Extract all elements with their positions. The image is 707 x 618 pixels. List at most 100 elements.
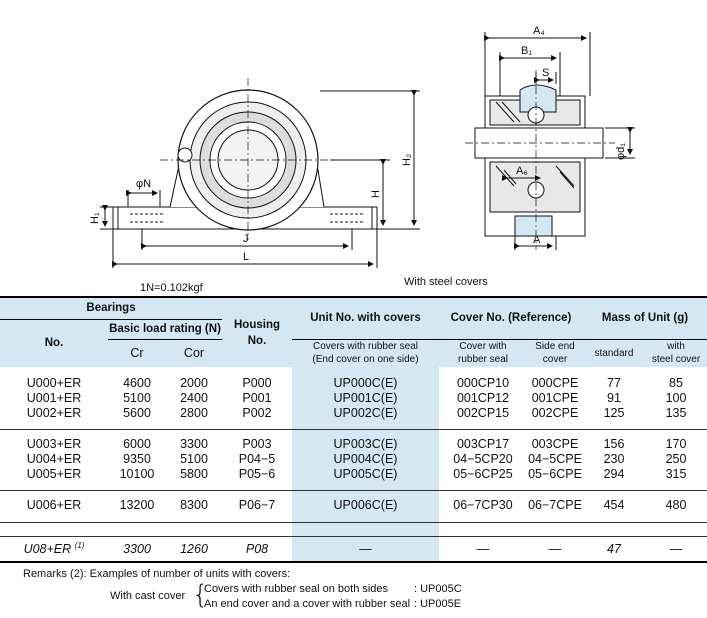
header-mass: Mass of Unit (g) bbox=[583, 296, 707, 339]
label-s: S bbox=[542, 67, 549, 79]
spacer-row bbox=[0, 420, 707, 430]
cell-housing: P08 bbox=[222, 535, 292, 563]
header-side-end: Side end cover bbox=[527, 338, 583, 367]
label-h2: H₂ bbox=[401, 154, 413, 166]
cell-steel: — bbox=[645, 535, 707, 563]
cell-no: U003+ER bbox=[26, 436, 82, 451]
cell-side: 001CPE bbox=[531, 390, 579, 405]
header-side-end-1: Side end bbox=[535, 341, 575, 353]
remarks-line1-code: : UP005C bbox=[414, 583, 462, 595]
cell-no: U001+ER bbox=[26, 390, 82, 405]
cell-cover: 001CP12 bbox=[456, 390, 510, 405]
label-a: A bbox=[533, 234, 541, 246]
cell-cor: 2800 bbox=[180, 405, 208, 420]
cell-side: 05−6CPE bbox=[528, 466, 582, 481]
cell-side: 04−5CPE bbox=[528, 451, 582, 466]
cell-no: U004+ER bbox=[26, 451, 82, 466]
header-no: No. bbox=[0, 318, 108, 367]
header-cover-rubber: Cover with rubber seal bbox=[439, 338, 527, 367]
header-cor: Cor bbox=[166, 338, 222, 367]
cell-std: 125 bbox=[603, 405, 625, 420]
cell-std: 47 bbox=[583, 535, 645, 563]
front-view bbox=[100, 78, 420, 268]
header-with-steel-1: with bbox=[667, 341, 685, 353]
cell-cover: 003CP17 bbox=[456, 436, 510, 451]
cell-no-text: U08+ER bbox=[23, 542, 72, 557]
cell-cover: 002CP15 bbox=[456, 405, 510, 420]
cell-housing: P003 bbox=[242, 436, 272, 451]
header-cr: Cr bbox=[108, 338, 166, 367]
cell-no: U005+ER bbox=[26, 466, 82, 481]
steel-cover-caption: With steel covers bbox=[404, 276, 488, 288]
header-bearings: Bearings bbox=[0, 296, 222, 319]
header-unit-sub-2: (End cover on one side) bbox=[312, 354, 419, 366]
cell-cr: 4600 bbox=[123, 375, 151, 390]
spacer-row bbox=[0, 429, 707, 436]
label-phi-n: φN bbox=[136, 178, 151, 190]
header-unit-no: Unit No. with covers bbox=[292, 296, 439, 339]
cell-std: 294 bbox=[603, 466, 625, 481]
header-unit-sub: Covers with rubber seal (End cover on on… bbox=[292, 338, 439, 367]
cell-std: 77 bbox=[607, 375, 621, 390]
header-with-steel-2: steel cover bbox=[651, 354, 701, 366]
label-h: H bbox=[370, 190, 382, 198]
cell-cover: — bbox=[439, 535, 527, 563]
cell-no: U006+ER bbox=[26, 497, 82, 512]
cell-cr: 10100 bbox=[119, 466, 155, 481]
table-row: U001+ER 5100 2400 P001 UP001C(E) 001CP12 001CP… bbox=[0, 390, 707, 405]
cell-cor: 1260 bbox=[166, 535, 222, 563]
cell-no: U002+ER bbox=[26, 405, 82, 420]
cell-housing: P05−6 bbox=[238, 466, 276, 481]
cell-steel: 85 bbox=[669, 375, 683, 390]
cell-housing: P001 bbox=[242, 390, 272, 405]
bearing-table: Bearings Housing No. Unit No. with cover… bbox=[0, 296, 707, 563]
spacer-row bbox=[0, 481, 707, 491]
spacer-row bbox=[0, 512, 707, 523]
cell-cor: 5100 bbox=[180, 451, 208, 466]
header-cover-no: Cover No. (Reference) bbox=[439, 296, 583, 339]
cell-side: — bbox=[527, 535, 583, 563]
cell-unit: UP004C(E) bbox=[292, 451, 439, 466]
cell-cor: 5800 bbox=[180, 466, 208, 481]
cell-cr: 5600 bbox=[123, 405, 151, 420]
remarks-line1: Covers with rubber seal on both sides bbox=[204, 583, 389, 595]
cell-unit: UP001C(E) bbox=[292, 390, 439, 405]
cell-housing: P000 bbox=[242, 375, 272, 390]
header-housing-no: No. bbox=[247, 334, 267, 347]
cell-housing: P06−7 bbox=[238, 497, 276, 512]
label-phi-d1: φd₁ bbox=[615, 143, 627, 160]
cell-cr: 3300 bbox=[108, 535, 166, 563]
technical-drawing: A₄ B₁ S φd₁ A₆ A H₂ H H₁ φN J L 1N=0.102… bbox=[89, 25, 635, 294]
label-b1: B₁ bbox=[521, 45, 532, 57]
cell-steel: 480 bbox=[665, 497, 687, 512]
header-cover-rubber-2: rubber seal bbox=[457, 354, 509, 366]
cell-unit: — bbox=[292, 535, 439, 563]
header-side-end-2: cover bbox=[542, 354, 568, 366]
cell-steel: 315 bbox=[665, 466, 687, 481]
cell-std: 454 bbox=[603, 497, 625, 512]
remarks-line2: An end cover and a cover with rubber sea… bbox=[204, 598, 411, 610]
unit-note: 1N=0.102kgf bbox=[140, 282, 204, 294]
side-view bbox=[465, 32, 635, 250]
label-l: L bbox=[243, 251, 249, 263]
cell-cor: 2400 bbox=[180, 390, 208, 405]
header-standard: standard bbox=[583, 338, 645, 367]
cell-cr: 5100 bbox=[123, 390, 151, 405]
spacer-row bbox=[0, 367, 707, 375]
label-h1: H₁ bbox=[89, 212, 101, 224]
cell-no: U000+ER bbox=[26, 375, 82, 390]
cell-unit: UP005C(E) bbox=[292, 466, 439, 481]
cell-unit: UP000C(E) bbox=[292, 375, 439, 390]
cell-cor: 3300 bbox=[180, 436, 208, 451]
cell-std: 91 bbox=[607, 390, 621, 405]
cell-std: 230 bbox=[603, 451, 625, 466]
cell-std: 156 bbox=[603, 436, 625, 451]
cell-unit: UP006C(E) bbox=[292, 497, 439, 512]
